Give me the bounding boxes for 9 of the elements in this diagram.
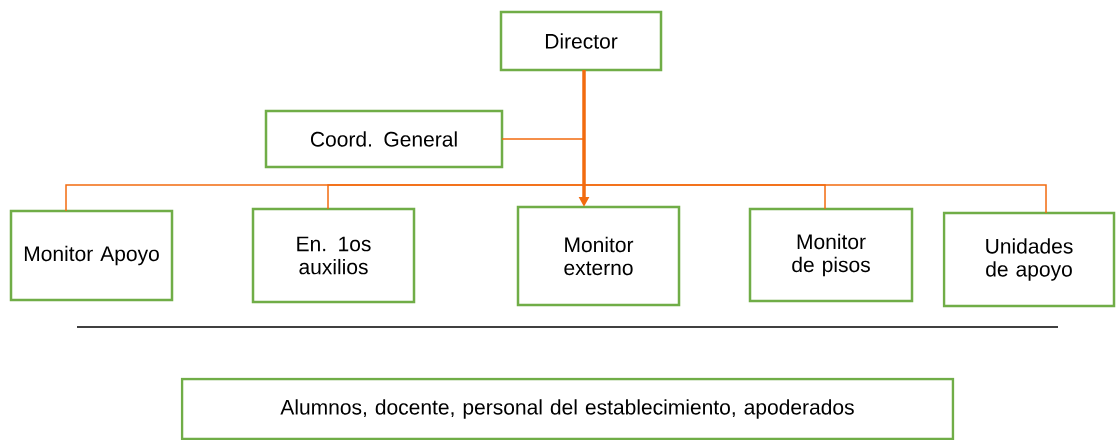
person-box: Unidades de apoyo (942, 211, 1116, 308)
person-box: Alumnos, docente, personal del establecimiento, apoderados (180, 377, 955, 440)
person-box: En. 1os auxilios (251, 207, 416, 304)
person-box: Monitor externo (516, 205, 681, 307)
person-box: Monitor de pisos (748, 207, 914, 303)
person-box: Director (499, 10, 663, 72)
person-box: Monitor Apoyo (9, 209, 174, 302)
person-box: Coord. General (264, 109, 504, 169)
connector-line (583, 69, 1047, 214)
